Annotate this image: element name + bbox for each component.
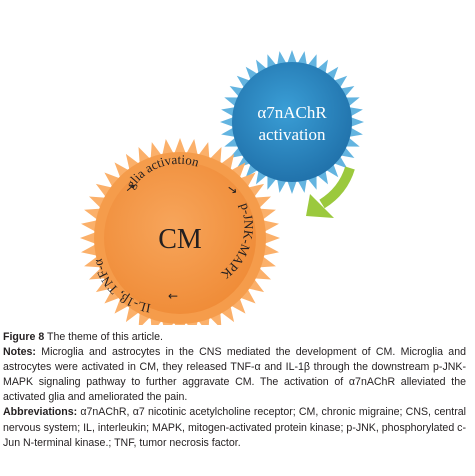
ring-arrow-bottom: ←: [168, 289, 178, 303]
green-arrow-icon: [306, 166, 355, 218]
blue-gear: [220, 50, 364, 194]
cm-label: CM: [158, 224, 202, 255]
notes-text: Microglia and astrocytes in the CNS medi…: [3, 346, 466, 404]
caption-abbreviations: Abbreviations: α7nAChR, α7 nicotinic ace…: [3, 405, 466, 450]
figure-number: Figure 8: [3, 331, 45, 343]
figure-diagram: α7nAChR activation CM glia activation p-…: [80, 50, 364, 325]
notes-label: Notes:: [3, 346, 36, 359]
alpha7-label: α7nAChR: [257, 103, 327, 122]
orange-gear: [80, 138, 280, 325]
activation-label: activation: [258, 125, 326, 144]
abbreviations-text: α7nAChR, α7 nicotinic acetylcholine rece…: [3, 406, 466, 449]
caption-title: Figure 8 The theme of this article.: [3, 330, 466, 345]
figure-title: The theme of this article.: [46, 331, 163, 343]
abbreviations-label: Abbreviations:: [3, 406, 78, 419]
figure-caption: Figure 8 The theme of this article. Note…: [3, 330, 466, 451]
caption-notes: Notes: Microglia and astrocytes in the C…: [3, 345, 466, 405]
